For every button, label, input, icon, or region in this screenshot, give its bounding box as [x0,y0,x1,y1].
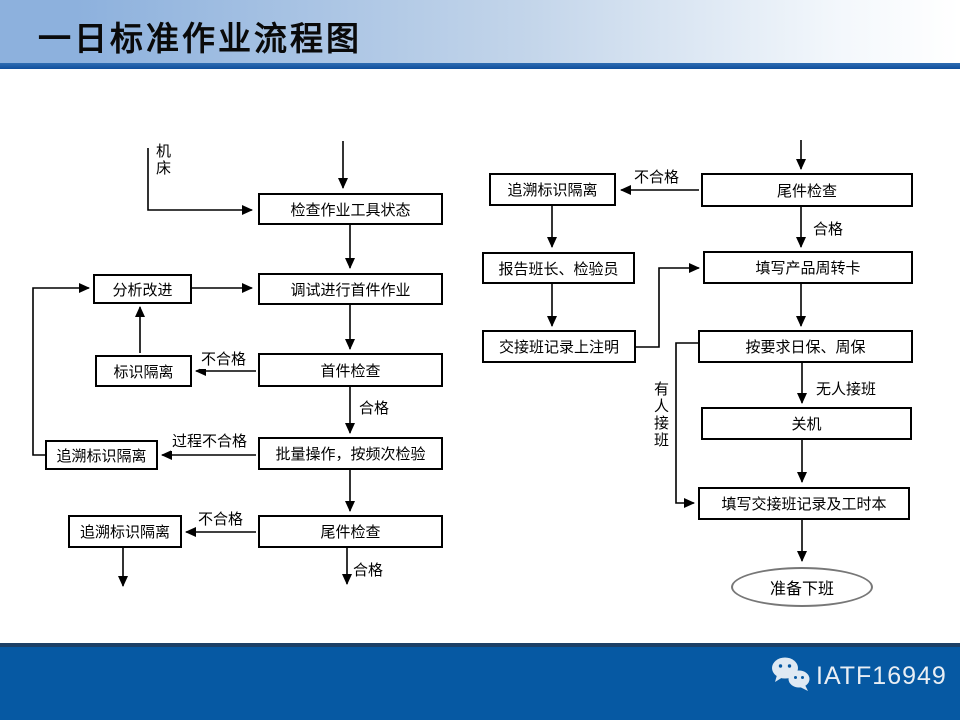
edge-label-no-takeover: 无人接班 [815,378,878,399]
flow-connector-line [636,263,700,348]
brand-text: IATF16949 [816,662,947,690]
edge-label-takeover: 有人接班 [649,381,672,467]
edge-label-pass-tail: 合格 [352,559,385,580]
page-title: 一日标准作业流程图 [38,22,362,58]
header-band: 一日标准作业流程图 [0,0,960,63]
edge-label-fail-first: 不合格 [200,348,248,369]
node-trace-mark-isolate-a: 追溯标识隔离 [45,440,158,470]
node-trace-mark-isolate-b: 追溯标识隔离 [68,515,182,548]
node-check-tools: 检查作业工具状态 [258,193,443,225]
edge-label-pass-right: 合格 [812,218,845,239]
node-first-piece-inspect: 首件检查 [258,353,443,387]
edge-label-fail-right: 不合格 [633,166,681,187]
node-tail-piece-inspect-right: 尾件检查 [701,173,913,207]
node-analyze-improve: 分析改进 [93,274,192,304]
node-batch-operate: 批量操作，按频次检验 [258,437,443,470]
wechat-icon [770,656,812,699]
node-fill-product-turnover-card: 填写产品周转卡 [703,251,913,284]
node-daily-weekly-maintenance: 按要求日保、周保 [698,330,913,363]
flow-connector-line [32,283,90,456]
node-report-leader-inspector: 报告班长、检验员 [482,252,635,284]
node-trace-mark-isolate-right: 追溯标识隔离 [489,173,616,206]
edge-label-pass-first: 合格 [358,397,391,418]
flow-connector-line [675,342,698,508]
edge-label-process-fail: 过程不合格 [171,430,249,451]
node-mark-isolate: 标识隔离 [95,355,192,387]
node-shutdown: 关机 [701,407,912,440]
node-note-on-handover-record: 交接班记录上注明 [482,330,636,363]
node-tail-piece-inspect-left: 尾件检查 [258,515,443,548]
header-divider [0,63,960,69]
edge-label-fail-tail: 不合格 [197,508,245,529]
node-fill-handover-record-timebook: 填写交接班记录及工时本 [698,487,910,520]
machine-label: 机床 [151,143,174,191]
node-prepare-off-duty: 准备下班 [731,567,873,607]
node-debug-first-piece: 调试进行首件作业 [258,273,443,305]
